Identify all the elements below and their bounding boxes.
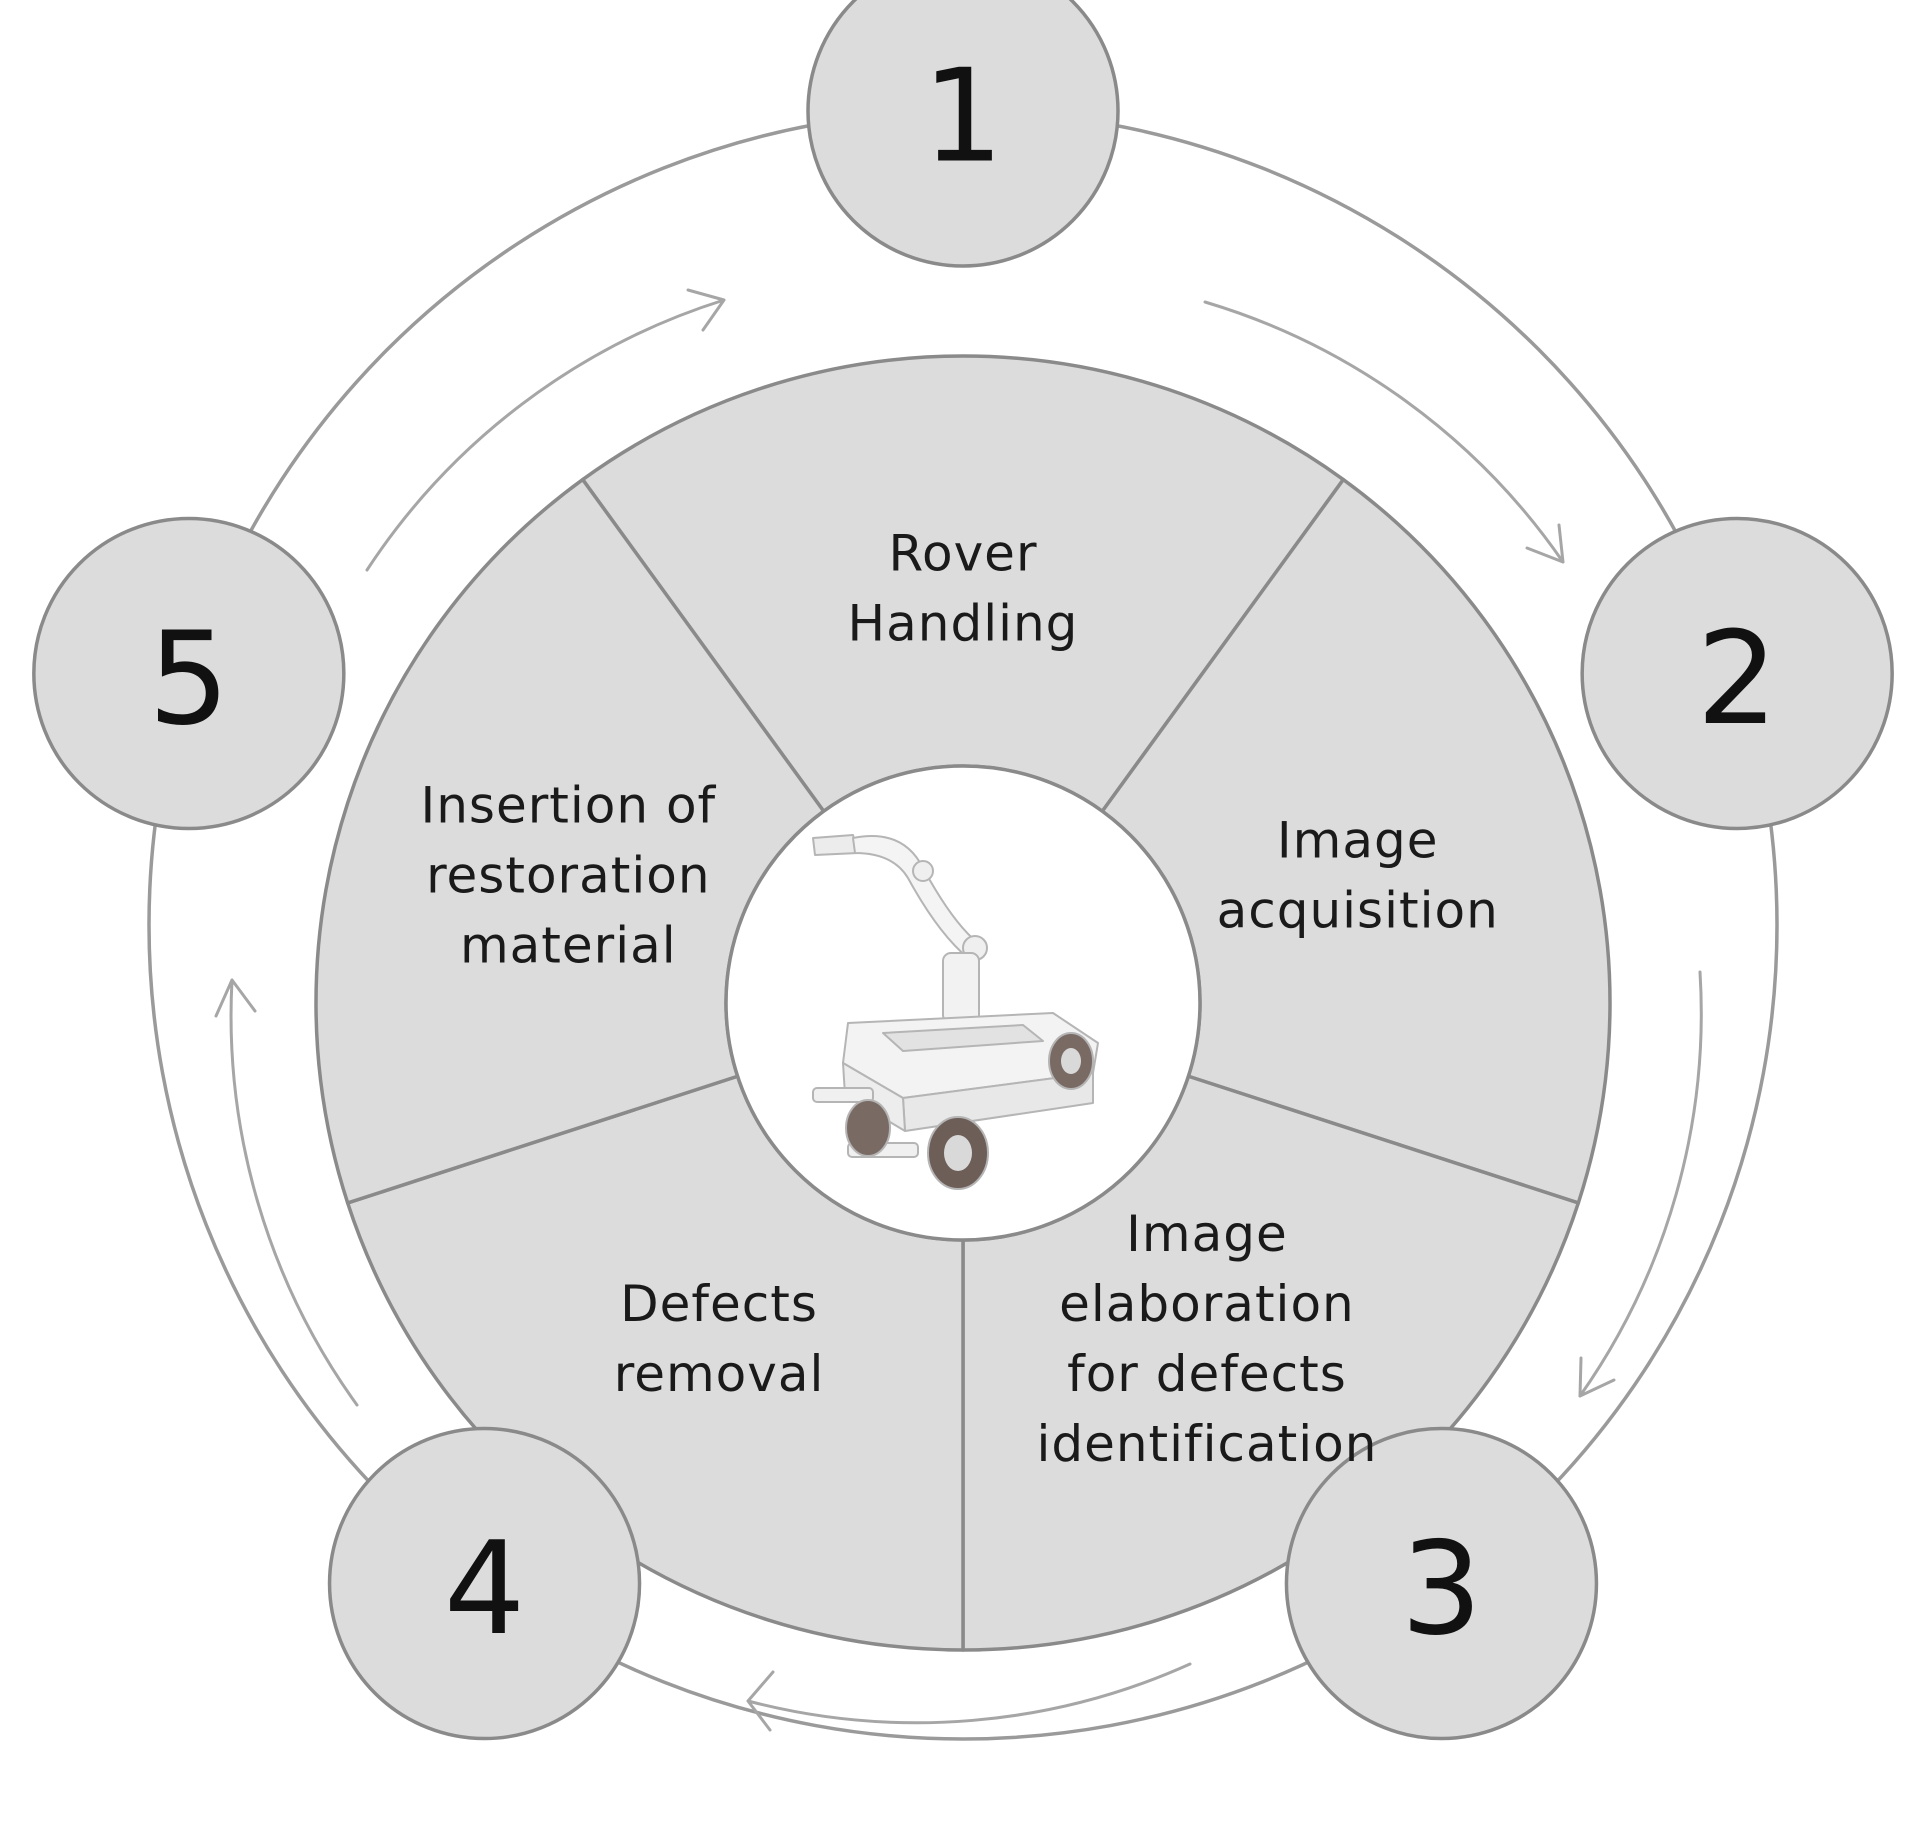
step-3-badge: 3 <box>1284 1426 1599 1741</box>
step-2-badge: 2 <box>1580 516 1894 831</box>
label-line: Defects <box>620 1275 818 1333</box>
flow-arrows <box>214 288 1703 1732</box>
label-line: Handling <box>848 595 1079 653</box>
step-number: 5 <box>148 605 229 754</box>
label-line: identification <box>1036 1415 1377 1473</box>
label-line: Image <box>1126 1205 1288 1263</box>
step-4-label: Defects removal <box>614 1275 825 1403</box>
step-5-badge: 5 <box>32 516 346 831</box>
segments-group <box>314 354 1612 1652</box>
arrow-4-to-5 <box>214 978 359 1407</box>
rover-robot-arm-icon <box>812 834 1099 1190</box>
step-circle <box>806 0 1120 268</box>
label-line: removal <box>614 1345 825 1403</box>
step-5-label: Insertion of restoration material <box>420 776 716 974</box>
step-circle <box>32 516 346 831</box>
label-line: Insertion of <box>420 776 716 834</box>
label-line: material <box>460 916 677 974</box>
step-3-label: Image elaboration for defects identificatio… <box>1036 1205 1377 1473</box>
label-line: Rover <box>889 525 1038 583</box>
step-2-label: Image acquisition <box>1217 811 1499 939</box>
arrow-3-to-4 <box>746 1662 1192 1732</box>
label-line: acquisition <box>1217 881 1499 939</box>
label-line: Image <box>1277 811 1439 869</box>
arrow-1-to-2 <box>1203 300 1565 564</box>
step-circles-group: 1 2 3 4 5 <box>32 0 1894 1741</box>
step-number: 4 <box>444 1515 525 1664</box>
arrow-2-to-3 <box>1578 970 1703 1398</box>
step-circle <box>1580 516 1894 831</box>
step-number: 1 <box>922 43 1003 192</box>
label-line: restoration <box>426 846 710 904</box>
label-line: for defects <box>1067 1345 1347 1403</box>
step-4-badge: 4 <box>327 1426 642 1741</box>
step-circle <box>1284 1426 1599 1741</box>
step-circle <box>327 1426 642 1741</box>
step-number: 2 <box>1696 605 1777 754</box>
label-line: elaboration <box>1059 1275 1355 1333</box>
step-1-badge: 1 <box>806 0 1120 268</box>
step-number: 3 <box>1401 1515 1482 1664</box>
arrow-5-to-1 <box>365 288 726 572</box>
